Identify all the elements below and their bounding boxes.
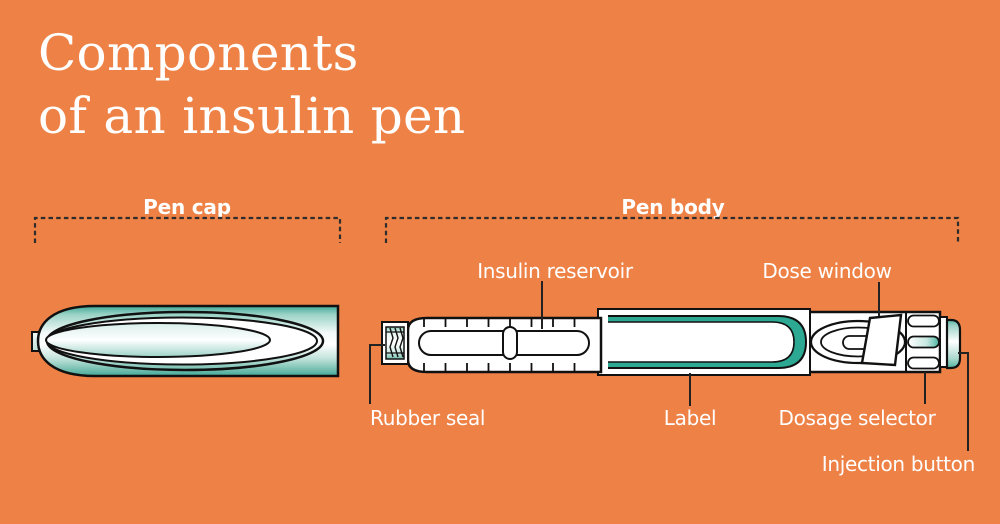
label-part <box>597 308 811 376</box>
injection-button-pointer <box>958 352 969 451</box>
pen-cap-section-label: Pen cap <box>143 195 231 219</box>
dosage-selector-label: Dosage selector <box>778 406 936 430</box>
page-title-line2: of an insulin pen <box>38 87 466 145</box>
pen-cap-bracket <box>33 216 342 243</box>
scale-ticks <box>423 318 576 372</box>
pen-body-bracket <box>384 216 960 243</box>
injection-button-part <box>939 316 962 370</box>
pen-cap-illustration <box>31 304 340 378</box>
pen-body-section-label: Pen body <box>621 195 725 219</box>
cap-clip-inner <box>45 322 271 358</box>
label-label: Label <box>663 406 717 430</box>
dose-window-label: Dose window <box>762 259 892 283</box>
dosage-selector-part <box>905 312 940 372</box>
rubber-seal-pointer <box>369 344 385 404</box>
page-title-line1: Components <box>38 24 359 82</box>
seal-threads <box>389 327 404 358</box>
dose-window-pane <box>860 313 903 367</box>
plunger <box>502 326 518 360</box>
insulin-reservoir-label: Insulin reservoir <box>477 259 633 283</box>
injection-button-label: Injection button <box>821 452 976 476</box>
rubber-seal-label: Rubber seal <box>370 406 486 430</box>
rubber-seal-part <box>381 321 409 365</box>
insulin-reservoir-part <box>418 326 590 360</box>
pen-body-illustration <box>381 308 962 376</box>
dose-window-part <box>809 313 907 367</box>
pointer-lines <box>369 281 969 451</box>
